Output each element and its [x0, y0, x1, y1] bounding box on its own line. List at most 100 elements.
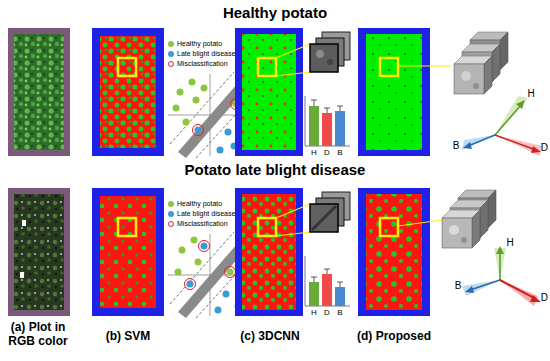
legend-swatch — [168, 201, 174, 207]
cnn-patches — [312, 206, 336, 230]
feature-cubes — [492, 44, 500, 82]
row-heading: Potato late blight disease — [185, 161, 366, 178]
svm-scatter — [185, 279, 196, 290]
cnn-map — [242, 194, 296, 310]
feature-cubes — [484, 56, 492, 94]
feature-axes — [495, 96, 528, 135]
svm-scatter — [175, 237, 246, 296]
feature-axes — [462, 280, 500, 296]
feature-axes — [465, 286, 474, 293]
svm-scatter — [225, 267, 236, 278]
cnn-map — [235, 28, 310, 156]
feature-cubes — [449, 225, 459, 235]
feature-axes — [462, 135, 495, 150]
svm-scatter — [173, 105, 180, 112]
cnn-bars — [335, 287, 345, 306]
feature-axes — [516, 100, 525, 109]
legend-item: Misclassification — [168, 60, 228, 67]
cnn-bars — [322, 113, 332, 146]
rgb-plot — [8, 188, 70, 316]
cnn-patches — [316, 50, 324, 58]
feature-axes — [495, 104, 522, 135]
feature-cubes — [461, 71, 471, 81]
cnn-bars — [305, 96, 350, 146]
svm-scatter — [225, 129, 232, 136]
proposed-map — [380, 58, 398, 76]
svm-scatter — [193, 99, 242, 136]
bar-label: D — [324, 308, 330, 317]
rgb-plot — [8, 28, 70, 156]
rgb-plot — [22, 220, 26, 226]
legend-item: Healthy potato — [168, 200, 222, 207]
feature-cubes — [473, 83, 479, 89]
proposed-map — [358, 188, 430, 316]
row-heading: Healthy potato — [223, 4, 327, 21]
blight-row — [8, 188, 541, 318]
legend-swatch — [168, 211, 174, 217]
cnn-map — [258, 58, 276, 76]
svm-map — [92, 28, 164, 156]
legend-swatch — [168, 51, 174, 57]
feature-cubes — [500, 32, 508, 70]
svm-scatter — [189, 79, 196, 86]
bar-label: H — [311, 148, 317, 157]
legend-text: Healthy potato — [177, 200, 222, 207]
axis-label: D — [541, 292, 548, 304]
legend-text: Late blight disease — [177, 210, 235, 217]
legend-text: Late blight disease — [177, 50, 235, 57]
panel-caption: (a) Plot in RGB color — [2, 321, 74, 349]
feature-axes — [468, 135, 495, 146]
feature-axes — [495, 135, 536, 150]
cnn-map — [235, 28, 303, 156]
svm-scatter — [195, 127, 202, 134]
svm-scatter — [199, 241, 210, 252]
cnn-bars — [309, 282, 319, 306]
feature-axes — [462, 246, 541, 306]
bar-label: B — [337, 148, 342, 157]
svm-scatter — [187, 281, 194, 288]
svm-scatter — [195, 259, 202, 266]
svm-scatter — [201, 85, 208, 92]
proposed-map — [398, 65, 452, 66]
proposed-map — [398, 220, 442, 226]
axis-label: B — [453, 140, 460, 152]
svm-scatter — [193, 125, 204, 136]
feature-cubes — [454, 32, 508, 94]
svm-scatter — [227, 269, 234, 276]
cnn-bars — [309, 106, 319, 146]
bar-label: B — [337, 308, 342, 317]
feature-axes — [495, 135, 542, 156]
svm-scatter — [201, 243, 208, 250]
healthy-row — [8, 28, 542, 158]
cnn-patches — [310, 32, 350, 72]
cnn-bars — [305, 256, 350, 306]
legend-text: Misclassification — [177, 220, 228, 227]
legend-ring — [168, 61, 174, 67]
bar-label: H — [311, 308, 317, 317]
cnn-map — [235, 188, 303, 316]
rgb-plot — [14, 194, 64, 310]
cnn-patches — [310, 204, 338, 232]
cnn-bars — [311, 269, 343, 287]
axis-label: H — [527, 88, 534, 100]
legend-item: Late blight disease — [168, 50, 235, 57]
feature-cubes — [461, 237, 467, 243]
cnn-bars — [305, 96, 350, 146]
cnn-bars — [311, 100, 343, 113]
legend-item: Misclassification — [168, 220, 228, 227]
feature-axes — [463, 142, 472, 149]
cnn-patches — [327, 59, 333, 65]
svm-scatter — [193, 97, 200, 104]
feature-axes — [531, 146, 541, 153]
feature-axes — [462, 96, 542, 156]
feature-cubes — [442, 190, 496, 248]
rgb-plot — [8, 28, 70, 156]
svm-map — [92, 188, 164, 316]
svm-scatter — [183, 119, 190, 126]
axis-label: D — [541, 142, 548, 154]
proposed-map — [358, 28, 430, 156]
cnn-map — [258, 218, 276, 236]
feature-cubes — [488, 190, 496, 228]
legend-text: Misclassification — [177, 60, 228, 67]
